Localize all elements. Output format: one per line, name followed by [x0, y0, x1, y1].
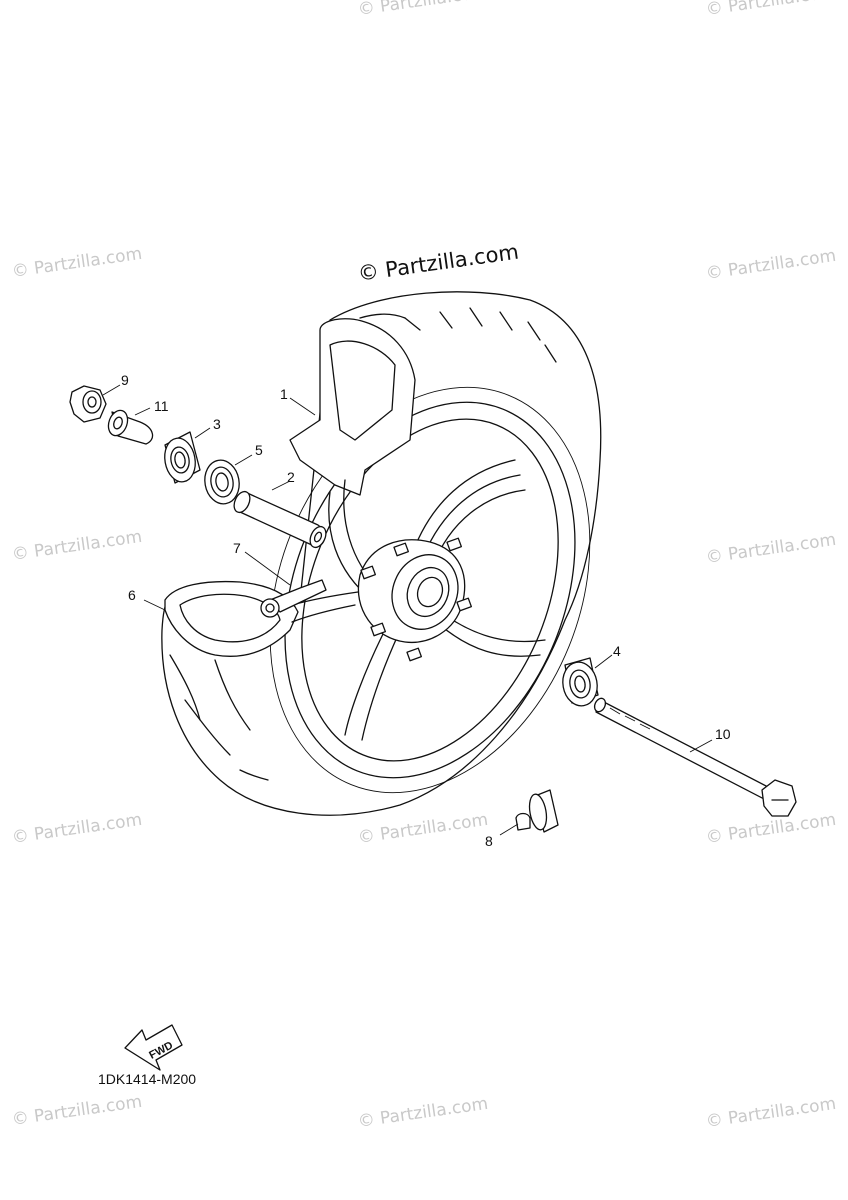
callout-9: 9 [121, 372, 129, 388]
bearing-part-3 [164, 431, 201, 484]
wheel-hub-drawing [291, 459, 546, 741]
collar-part [69, 385, 107, 423]
fwd-arrow-icon: FWD [124, 1024, 183, 1071]
callout-1: 1 [280, 386, 288, 402]
spacer-tube-part [233, 490, 327, 549]
callout-7: 7 [233, 540, 241, 556]
callout-4: 4 [613, 643, 621, 659]
axle-bolt-part [593, 697, 797, 817]
oil-seal-part [204, 459, 240, 505]
callout-3: 3 [213, 416, 221, 432]
callout-11: 11 [154, 398, 169, 414]
valve-cap-part [515, 789, 559, 833]
valve-stem [260, 579, 327, 618]
callout-2: 2 [287, 469, 295, 485]
bearing-part-4 [562, 657, 599, 707]
leader-lines [102, 384, 713, 836]
callout-6: 6 [128, 587, 136, 603]
callout-10: 10 [715, 726, 731, 742]
spacer-part [107, 409, 154, 445]
diagram-code: 1DK1414-M200 [98, 1071, 197, 1087]
callout-8: 8 [485, 833, 493, 849]
callout-5: 5 [255, 442, 263, 458]
